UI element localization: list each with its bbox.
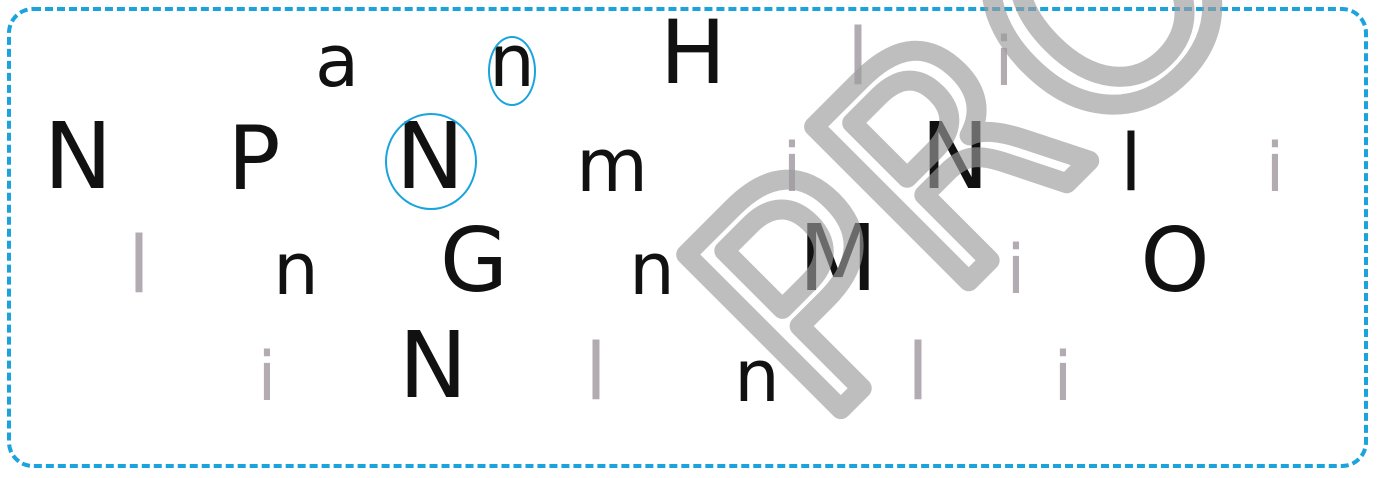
letter-i-grey[interactable]: i bbox=[1265, 129, 1285, 208]
letter-l-grey[interactable]: l bbox=[907, 328, 929, 418]
letter-i-grey[interactable]: i bbox=[782, 129, 802, 208]
letter-i-grey[interactable]: i bbox=[994, 23, 1014, 102]
letter-N[interactable]: N bbox=[920, 103, 990, 210]
letter-P[interactable]: P bbox=[227, 107, 281, 210]
letter-a[interactable]: a bbox=[314, 19, 360, 103]
letter-n[interactable]: n bbox=[273, 227, 319, 311]
letter-n[interactable]: n bbox=[629, 227, 675, 311]
letter-M[interactable]: M bbox=[798, 205, 878, 312]
letter-m[interactable]: m bbox=[575, 123, 649, 209]
letter-i-grey[interactable]: i bbox=[257, 338, 277, 417]
letter-H[interactable]: H bbox=[659, 1, 727, 104]
dashed-border-frame bbox=[7, 7, 1368, 468]
letter-i-grey[interactable]: i bbox=[1006, 231, 1026, 310]
letter-G[interactable]: G bbox=[439, 209, 509, 312]
letter-l-grey[interactable]: l bbox=[128, 221, 150, 311]
watermark-text: PROOF bbox=[623, 0, 1383, 478]
letter-N[interactable]: N bbox=[43, 103, 113, 210]
selection-circle bbox=[488, 36, 536, 106]
letter-N[interactable]: N bbox=[398, 312, 468, 419]
letter-n[interactable]: n bbox=[734, 334, 780, 418]
letter-i-grey[interactable]: i bbox=[1053, 338, 1073, 417]
letter-O[interactable]: O bbox=[1140, 209, 1210, 312]
selection-circle bbox=[385, 113, 477, 210]
letter-l-grey[interactable]: l bbox=[585, 328, 607, 418]
letter-l-grey[interactable]: l bbox=[847, 13, 869, 103]
letter-l[interactable]: l bbox=[1120, 119, 1142, 209]
